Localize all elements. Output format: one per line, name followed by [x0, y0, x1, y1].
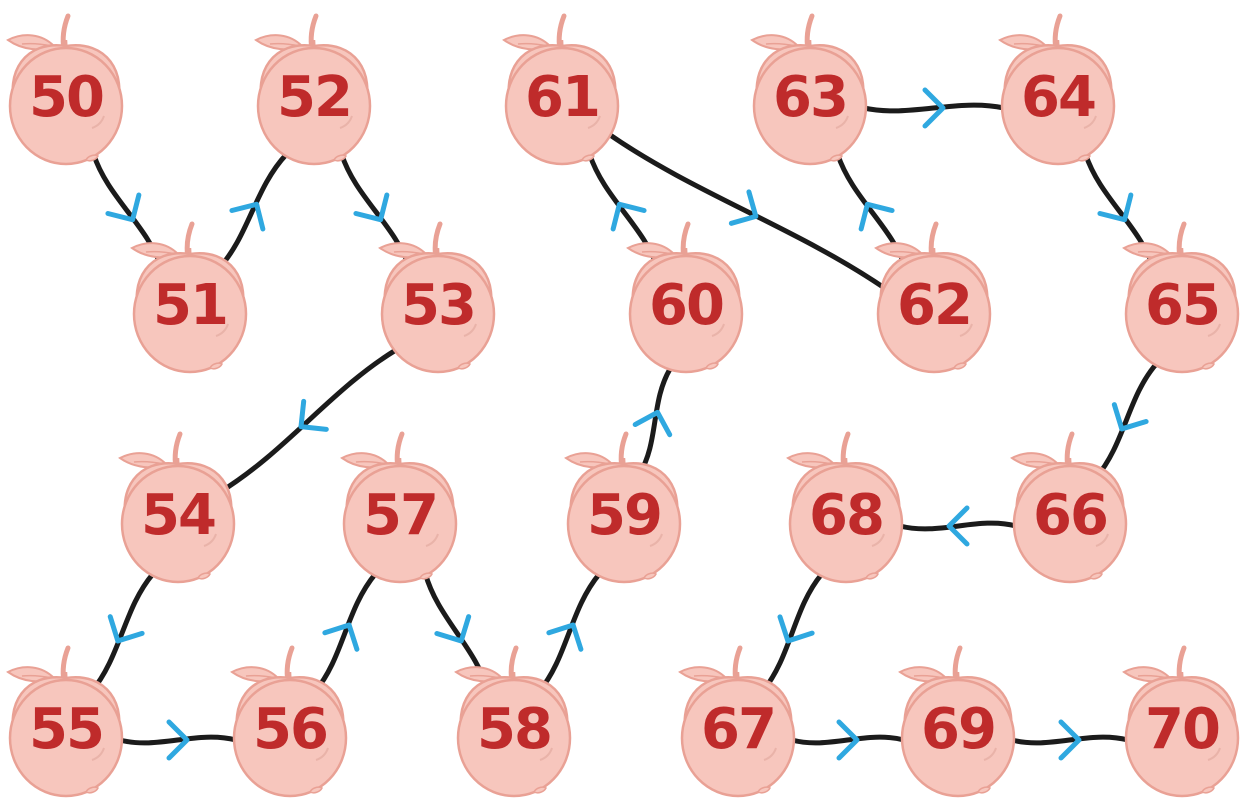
- apple-number: 51: [153, 273, 229, 338]
- path-line-63-64: [861, 102, 1007, 114]
- apple-number: 65: [1145, 273, 1221, 338]
- apple-53: 53: [374, 218, 502, 374]
- apple-60: 60: [622, 218, 750, 374]
- apple-icon: [502, 13, 620, 166]
- apple-number: 63: [773, 65, 849, 130]
- arrow-icon-65-66: [1111, 402, 1149, 432]
- apple-51: 51: [126, 218, 254, 374]
- apple-66: 66: [1006, 428, 1134, 584]
- apple-icon: [340, 431, 458, 584]
- arrow-icon-54-55: [107, 614, 145, 644]
- apple-number: 56: [253, 697, 329, 762]
- apple-icon: [1122, 221, 1240, 374]
- apple-number: 62: [897, 273, 973, 338]
- apple-number: 67: [701, 697, 777, 762]
- apple-65: 65: [1118, 218, 1246, 374]
- apple-icon: [564, 431, 682, 584]
- apple-number: 68: [809, 483, 885, 548]
- apple-54: 54: [114, 428, 242, 584]
- apple-number: 57: [363, 483, 439, 548]
- apple-number: 55: [29, 697, 105, 762]
- apple-62: 62: [870, 218, 998, 374]
- apple-icon: [898, 645, 1016, 798]
- arrow-icon-67-69: [836, 719, 860, 761]
- arrow-icon-66-68: [946, 505, 970, 547]
- apple-56: 56: [226, 642, 354, 798]
- path-line-69-70: [1009, 734, 1131, 746]
- arrow-icon-63-64: [922, 87, 946, 129]
- apple-icon: [1122, 645, 1240, 798]
- apple-icon: [998, 13, 1116, 166]
- apple-number: 60: [649, 273, 725, 338]
- apple-57: 57: [336, 428, 464, 584]
- apple-61: 61: [498, 10, 626, 166]
- apple-icon: [6, 13, 124, 166]
- apple-number: 64: [1021, 65, 1097, 130]
- arrow-icon-50-51: [105, 192, 142, 223]
- apple-58: 58: [450, 642, 578, 798]
- apple-number: 69: [921, 697, 997, 762]
- apple-52: 52: [250, 10, 378, 166]
- apple-59: 59: [560, 428, 688, 584]
- apple-64: 64: [994, 10, 1122, 166]
- apple-69: 69: [894, 642, 1022, 798]
- apple-icon: [454, 645, 572, 798]
- apple-icon: [6, 645, 124, 798]
- path-line-55-56: [117, 734, 239, 746]
- apple-number: 59: [587, 483, 663, 548]
- apple-icon: [678, 645, 796, 798]
- apple-icon: [626, 221, 744, 374]
- apple-number: 50: [29, 65, 105, 130]
- apple-63: 63: [746, 10, 874, 166]
- arrow-icon-57-58: [434, 614, 472, 644]
- arrow-icon-55-56: [166, 719, 190, 761]
- path-line-67-69: [789, 734, 907, 746]
- apple-icon: [378, 221, 496, 374]
- apple-number: 70: [1145, 697, 1221, 762]
- apple-icon: [786, 431, 904, 584]
- apple-number: 61: [525, 65, 601, 130]
- apple-icon: [1010, 431, 1128, 584]
- apple-icon: [750, 13, 868, 166]
- arrow-icon-53-54: [298, 398, 329, 432]
- apple-number: 54: [141, 483, 217, 548]
- arrow-icon-52-53: [353, 192, 390, 223]
- apple-50: 50: [2, 10, 130, 166]
- apple-icon: [230, 645, 348, 798]
- apple-icon: [254, 13, 372, 166]
- apple-number: 58: [477, 697, 553, 762]
- apple-icon: [874, 221, 992, 374]
- apple-number: 53: [401, 273, 477, 338]
- apple-70: 70: [1118, 642, 1246, 798]
- apple-number: 66: [1033, 483, 1109, 548]
- apple-icon: [118, 431, 236, 584]
- apple-67: 67: [674, 642, 802, 798]
- path-line-66-68: [897, 520, 1019, 532]
- apple-number: 52: [277, 65, 353, 130]
- arrow-icon-69-70: [1058, 719, 1082, 761]
- apple-68: 68: [782, 428, 910, 584]
- arrow-icon-64-65: [1097, 192, 1134, 223]
- arrow-icon-68-67: [777, 614, 815, 644]
- apple-icon: [130, 221, 248, 374]
- apple-55: 55: [2, 642, 130, 798]
